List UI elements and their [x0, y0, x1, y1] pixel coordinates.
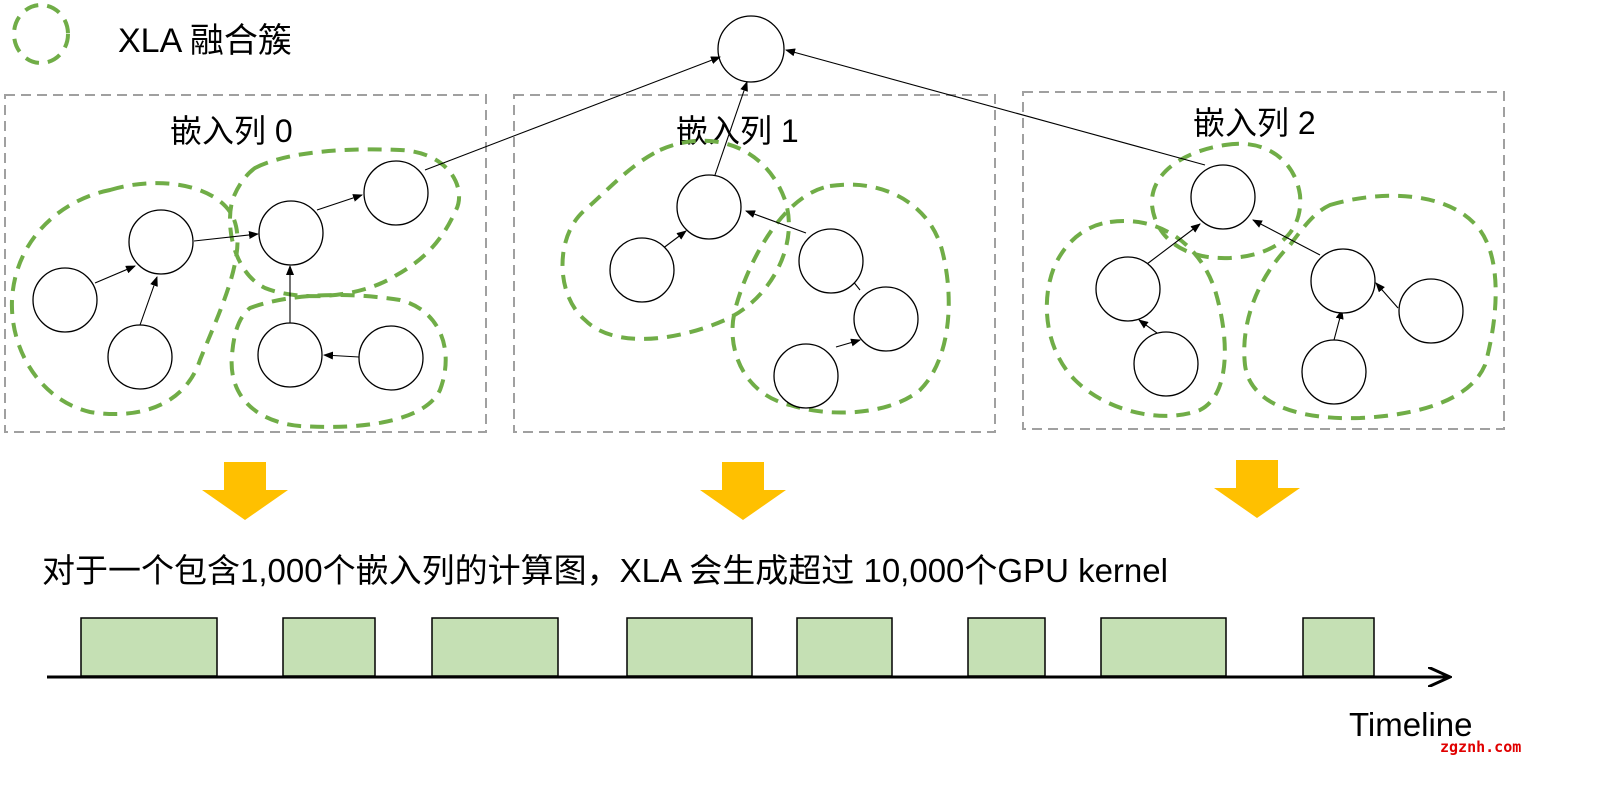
down-arrow-icon: [700, 462, 786, 520]
gpu-kernel: [431, 617, 559, 677]
group-0-graph: [9, 56, 721, 429]
graph-node: [676, 174, 742, 240]
down-arrow-icon: [202, 462, 288, 520]
down-arrow-icon: [1214, 460, 1300, 518]
graph-node: [1310, 248, 1376, 314]
fusion-cluster: [560, 138, 791, 341]
graph-node: [1398, 278, 1464, 344]
legend-label: XLA 融合簇: [118, 22, 292, 60]
group-box-2: [1022, 91, 1505, 430]
graph-node: [32, 267, 98, 333]
fusion-cluster: [229, 293, 448, 429]
gpu-kernel: [796, 617, 893, 677]
group-1-graph: [560, 81, 951, 415]
group-title-1: 嵌入列 1: [676, 113, 799, 149]
timeline-label: Timeline: [1349, 706, 1472, 743]
fusion-cluster: [1044, 219, 1227, 418]
root-node: [717, 15, 785, 83]
cluster-legend-icon: [12, 3, 70, 65]
graph-node: [609, 237, 675, 303]
gpu-kernel: [282, 617, 376, 677]
graph-node: [1301, 339, 1367, 405]
graph-node: [257, 322, 323, 388]
fusion-cluster: [730, 182, 951, 415]
gpu-kernel: [1100, 617, 1227, 677]
fusion-cluster: [227, 147, 462, 299]
graph-node: [258, 200, 324, 266]
watermark: zgznh.com: [1440, 738, 1521, 756]
graph-node: [128, 209, 194, 275]
graph-node: [1095, 256, 1161, 322]
gpu-kernel: [1302, 617, 1375, 677]
graph-node: [107, 324, 173, 390]
kernel-bars: [80, 617, 1375, 677]
graph-node: [1133, 331, 1199, 397]
group-2-graph: [785, 48, 1498, 421]
group-title-0: 嵌入列 0: [170, 113, 293, 149]
group-title-2: 嵌入列 2: [1193, 105, 1316, 141]
graph-node: [363, 160, 429, 226]
caption: 对于一个包含1,000个嵌入列的计算图，XLA 会生成超过 10,000个GPU…: [42, 552, 1168, 589]
legend: XLA 融合簇: [12, 3, 292, 65]
fusion-cluster: [1149, 141, 1303, 261]
gpu-kernel: [626, 617, 753, 677]
gpu-kernel: [80, 617, 218, 677]
graph-node: [1190, 164, 1256, 230]
graph-node: [773, 343, 839, 409]
graph-node: [853, 286, 919, 352]
graph-node: [358, 325, 424, 391]
graph-node: [798, 228, 864, 294]
gpu-kernel: [967, 617, 1046, 677]
fusion-cluster: [1242, 193, 1498, 421]
group-box-1: [513, 94, 996, 433]
group-box-0: [4, 94, 487, 433]
